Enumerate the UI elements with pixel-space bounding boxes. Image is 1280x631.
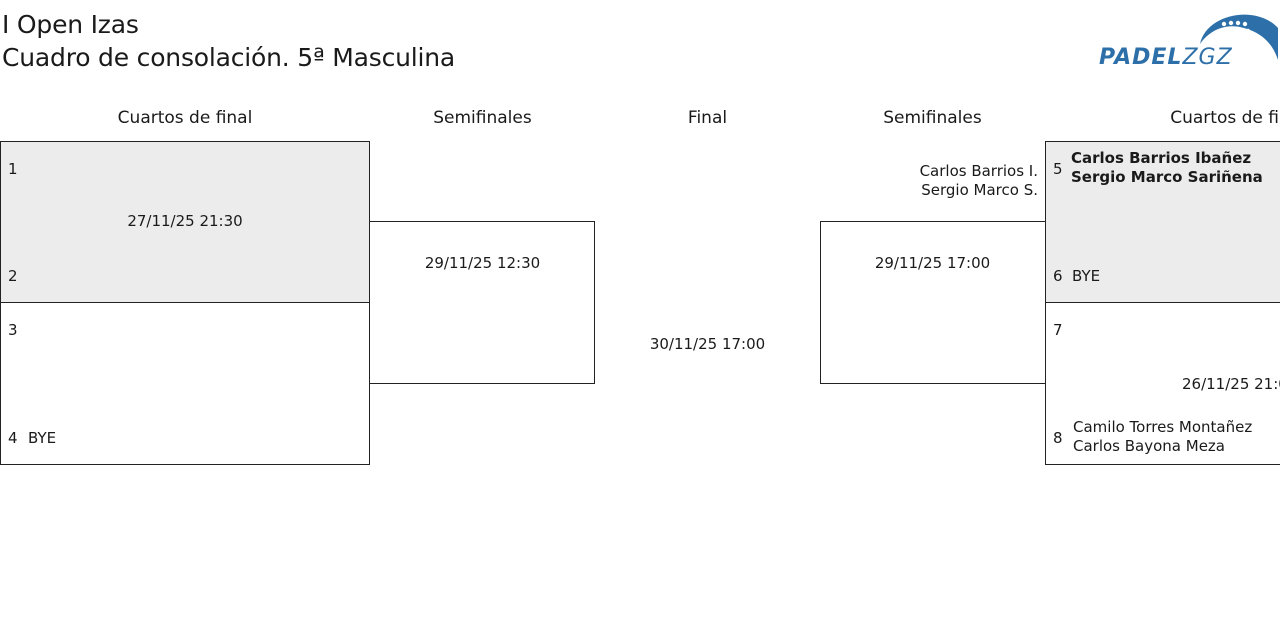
left-sf-match xyxy=(369,221,595,384)
seed-number: 8 xyxy=(1053,429,1063,447)
tournament-title: I Open Izas xyxy=(2,10,139,39)
seed-number: 2 xyxy=(8,267,18,285)
logo-wordmark: PADELZGZ xyxy=(1099,45,1233,70)
round-header-final: Final xyxy=(687,108,728,128)
draw-subtitle: Cuadro de consolación. 5ª Masculina xyxy=(2,43,456,72)
match-date: 27/11/25 21:30 xyxy=(127,212,243,230)
seed-number: 5 xyxy=(1053,160,1063,178)
seed-number: 1 xyxy=(8,160,18,178)
team-name: Carlos Barrios Ibañez xyxy=(1071,149,1252,167)
match-date: 26/11/25 21:00 xyxy=(1182,375,1280,393)
team-name: Camilo Torres Montañez xyxy=(1073,418,1253,436)
seed-number: 3 xyxy=(8,321,18,339)
left-qf-match-1 xyxy=(0,141,370,303)
right-sf-match xyxy=(820,221,1046,384)
team-name: BYE xyxy=(1072,267,1101,285)
team-name: Sergio Marco S. xyxy=(921,181,1038,199)
right-qf-match-1 xyxy=(1045,141,1280,303)
seed-number: 7 xyxy=(1053,321,1063,339)
team-name: BYE xyxy=(28,429,57,447)
round-header-left-quarterfinals: Cuartos de final xyxy=(117,108,253,128)
seed-number: 6 xyxy=(1053,267,1063,285)
team-name: Carlos Bayona Meza xyxy=(1073,437,1225,455)
team-name: Carlos Barrios I. xyxy=(919,162,1038,180)
padelzgz-logo-icon xyxy=(1200,14,1278,60)
round-header-right-quarterfinals: Cuartos de fin xyxy=(1170,108,1280,128)
round-header-right-semifinals: Semifinales xyxy=(883,108,982,128)
match-date: 29/11/25 17:00 xyxy=(874,254,991,272)
right-qf-match-2 xyxy=(1045,302,1280,465)
final-match-date: 30/11/25 17:00 xyxy=(649,335,766,353)
match-date: 29/11/25 12:30 xyxy=(424,254,541,272)
round-header-left-semifinals: Semifinales xyxy=(433,108,532,128)
seed-number: 4 xyxy=(8,429,18,447)
team-name: Sergio Marco Sariñena xyxy=(1071,168,1263,186)
